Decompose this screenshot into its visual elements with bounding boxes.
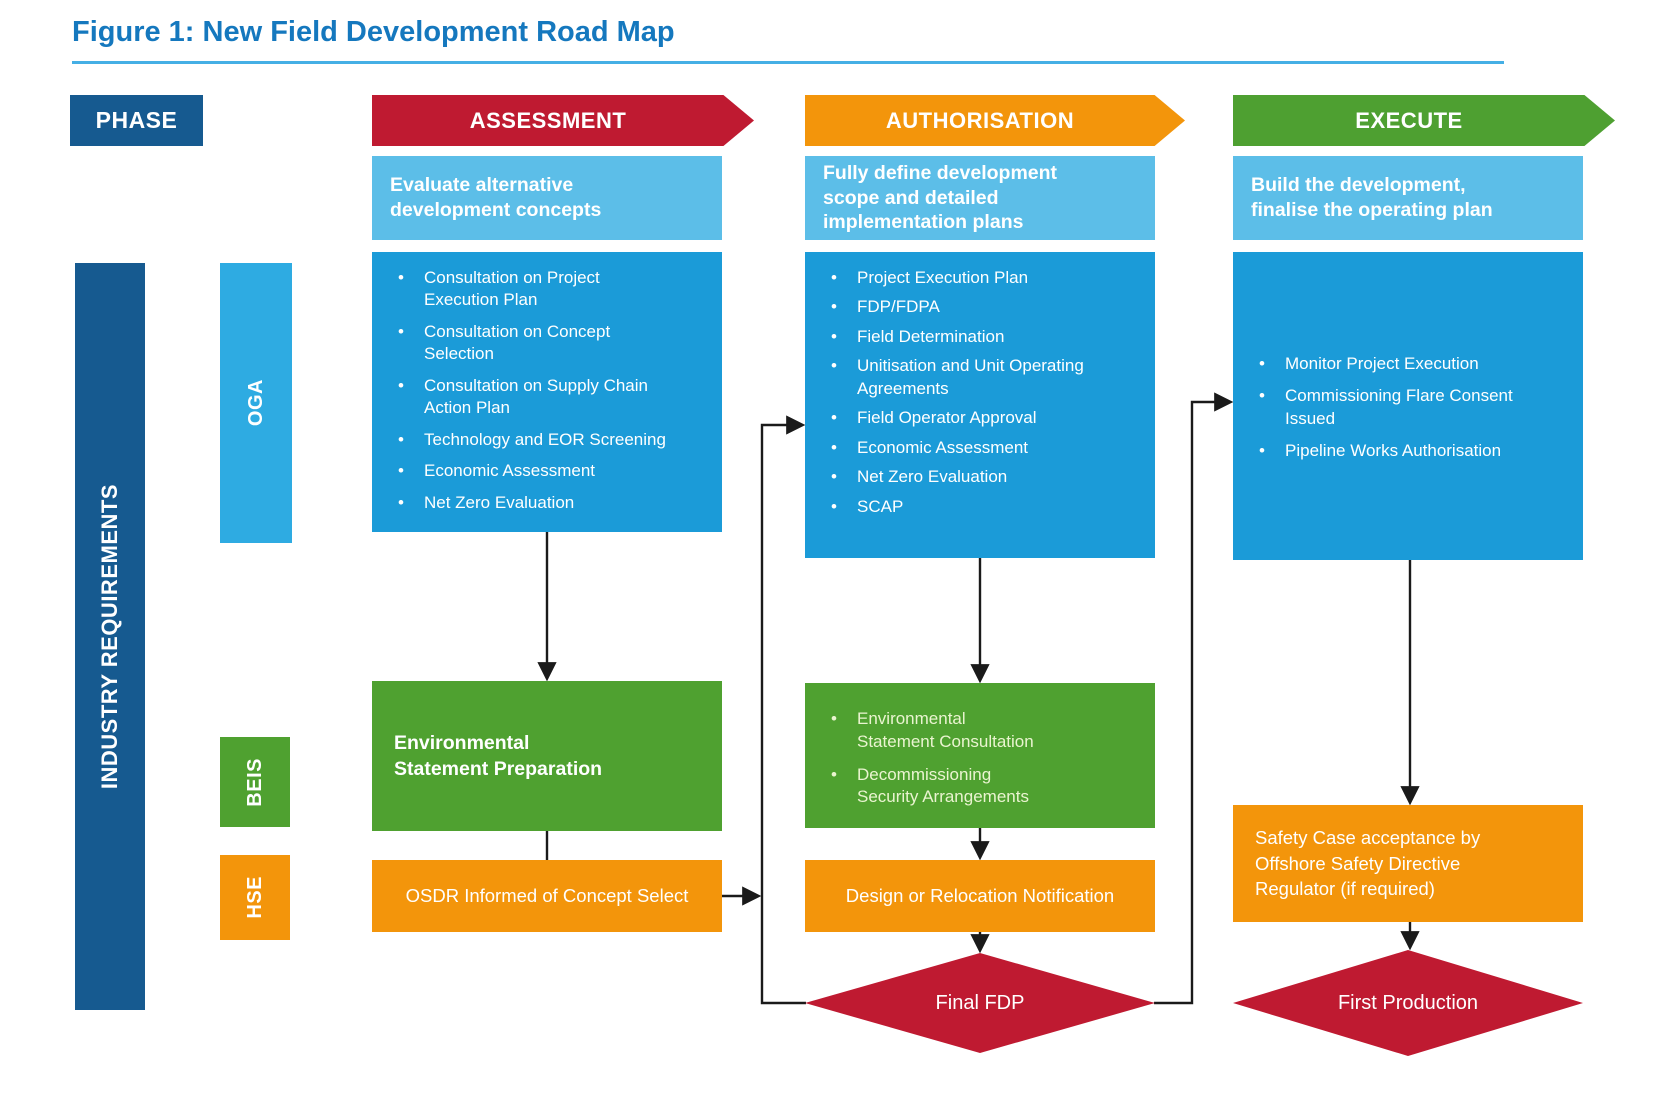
- final-fdp-label: Final FDP: [935, 991, 1025, 1014]
- environmental-statement-preparation-box: Environmental Statement Preparation: [372, 681, 722, 831]
- bullet-item: SCAP: [831, 496, 1147, 518]
- oga-assessment-box: Consultation on Project Execution Plan C…: [372, 252, 722, 532]
- design-relocation-notification-box: Design or Relocation Notification: [805, 860, 1155, 932]
- bullet-text: Consultation on Supply Chain Action Plan: [424, 375, 648, 418]
- bullet-text: Field Operator Approval: [857, 408, 1037, 428]
- loop-final-fdp-to-execute: [1154, 392, 1234, 1005]
- bullet-text: Commissioning Flare Consent Issued: [1285, 386, 1513, 428]
- assessment-header-label: ASSESSMENT: [469, 107, 627, 133]
- bullet-item: Consultation on Concept Selection: [398, 321, 714, 366]
- bullet-text: Field Determination: [857, 326, 1005, 346]
- bullet-item: Environmental Statement Consultation: [831, 708, 1149, 753]
- oga-authorisation-box: Project Execution Plan FDP/FDPA Field De…: [805, 252, 1155, 558]
- bullet-item: Decommissioning Security Arrangements: [831, 764, 1149, 809]
- bullet-text: Net Zero Evaluation: [857, 467, 1008, 487]
- bullet-text: Environmental Statement Consultation: [857, 709, 1034, 751]
- oga-label: OGA: [220, 263, 292, 543]
- authorisation-header-arrow: AUTHORISATION: [805, 95, 1185, 146]
- beis-label-text: BEIS: [243, 757, 266, 807]
- bullet-text: FDP/FDPA: [857, 297, 940, 317]
- assessment-subtitle-box: Evaluate alternative development concept…: [372, 156, 722, 240]
- industry-requirements-label: INDUSTRY REQUIREMENTS: [97, 483, 122, 790]
- bullet-item: Economic Assessment: [398, 460, 714, 482]
- bullet-item: Consultation on Project Execution Plan: [398, 267, 714, 312]
- hse-label: HSE: [220, 855, 290, 940]
- bullet-text: Decommissioning Security Arrangements: [857, 765, 1029, 807]
- bullet-item: Net Zero Evaluation: [398, 492, 714, 514]
- bullet-text: Economic Assessment: [857, 437, 1029, 457]
- execute-header-arrow: EXECUTE: [1233, 95, 1615, 146]
- first-production-label: First Production: [1337, 991, 1479, 1014]
- authorisation-header-label: AUTHORISATION: [885, 107, 1075, 133]
- bullet-item: FDP/FDPA: [831, 296, 1147, 318]
- beis-label: BEIS: [220, 737, 290, 827]
- environmental-statement-consultation-box: Environmental Statement Consultation Dec…: [805, 683, 1155, 828]
- bullet-text: Project Execution Plan: [857, 268, 1029, 287]
- bullet-item: Unitisation and Unit Operating Agreement…: [831, 355, 1147, 400]
- bullet-item: Technology and EOR Screening: [398, 429, 714, 451]
- bullet-text: Pipeline Works Authorisation: [1285, 440, 1502, 460]
- bullet-text: Economic Assessment: [424, 461, 596, 481]
- bullet-text: SCAP: [857, 496, 904, 516]
- bullet-item: Field Operator Approval: [831, 407, 1147, 429]
- bullet-item: Field Determination: [831, 326, 1147, 348]
- bullet-text: Monitor Project Execution: [1285, 353, 1479, 373]
- execute-header-label: EXECUTE: [1355, 107, 1463, 133]
- title-underline: [72, 61, 1504, 64]
- osdr-informed-box: OSDR Informed of Concept Select: [372, 860, 722, 932]
- phase-label: PHASE: [70, 95, 203, 146]
- execute-subtitle-box: Build the development, finalise the oper…: [1233, 156, 1583, 240]
- oga-execute-box: Monitor Project Execution Commissioning …: [1233, 252, 1583, 560]
- authorisation-subtitle-box: Fully define development scope and detai…: [805, 156, 1155, 240]
- oga-label-text: OGA: [244, 379, 267, 427]
- bullet-item: Consultation on Supply Chain Action Plan: [398, 375, 714, 420]
- bullet-text: Consultation on Concept Selection: [424, 321, 611, 364]
- bullet-text: Net Zero Evaluation: [424, 492, 575, 512]
- bullet-item: Project Execution Plan: [831, 267, 1147, 289]
- safety-case-acceptance-box: Safety Case acceptance by Offshore Safet…: [1233, 805, 1583, 922]
- bullet-text: Consultation on Project Execution Plan: [424, 268, 600, 310]
- bullet-item: Economic Assessment: [831, 437, 1147, 459]
- assessment-header-arrow: ASSESSMENT: [372, 95, 754, 146]
- loop-final-fdp-to-authorisation: [760, 415, 806, 1005]
- bullet-item: Net Zero Evaluation: [831, 466, 1147, 488]
- figure-title: Figure 1: New Field Development Road Map: [72, 16, 675, 48]
- bullet-item: Commissioning Flare Consent Issued: [1259, 385, 1575, 430]
- bullet-item: Monitor Project Execution: [1259, 353, 1575, 375]
- bullet-text: Technology and EOR Screening: [424, 429, 666, 449]
- industry-requirements-bar: INDUSTRY REQUIREMENTS: [75, 263, 145, 1010]
- hse-label-text: HSE: [243, 876, 266, 919]
- bullet-text: Unitisation and Unit Operating Agreement…: [857, 356, 1084, 398]
- bullet-item: Pipeline Works Authorisation: [1259, 440, 1575, 462]
